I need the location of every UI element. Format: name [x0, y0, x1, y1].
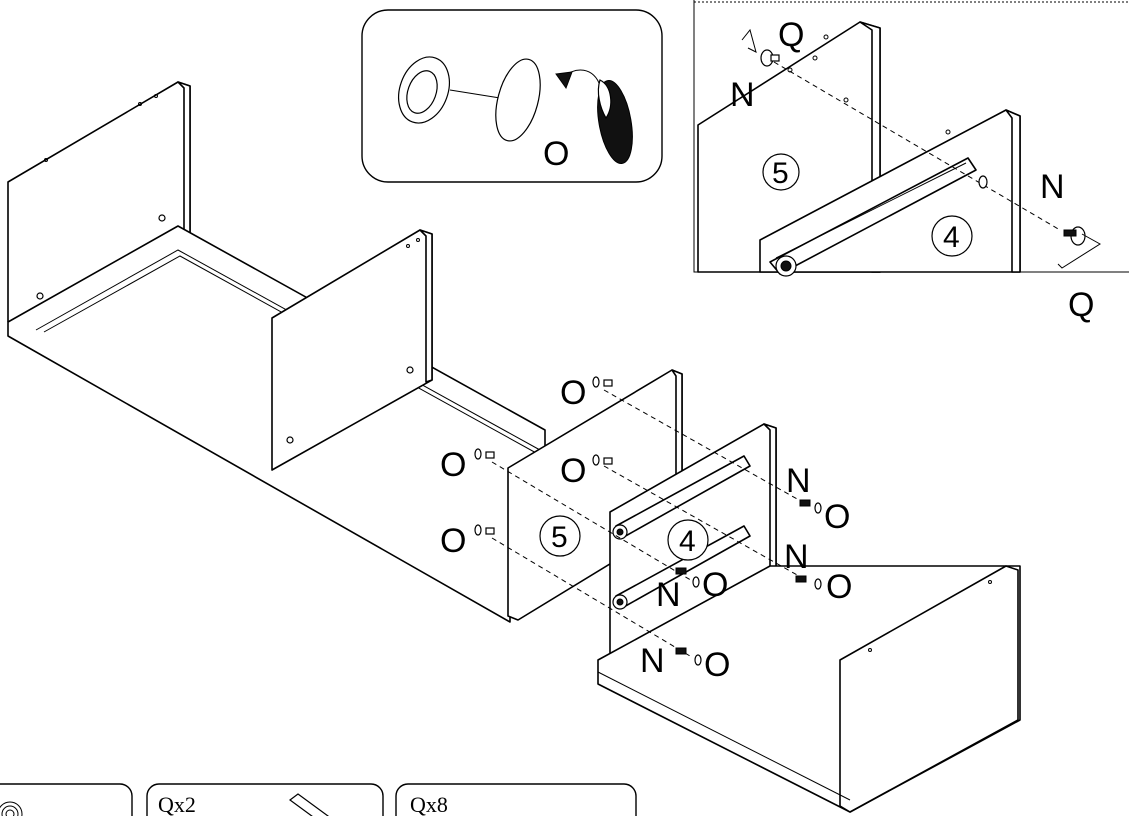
inset-washer-icon [978, 175, 988, 189]
part-5-badge-inset [762, 153, 800, 191]
inset-cap-detail: O [361, 9, 663, 183]
part-5-badge [539, 515, 581, 557]
part-4-badge-inset [931, 215, 973, 257]
fitting-top [592, 376, 613, 388]
screw-right-lower [795, 575, 822, 590]
label-O-inset: O [543, 135, 569, 173]
assembly-axes [491, 389, 807, 657]
cap-disc-icon [495, 58, 541, 142]
label-O-6: O [826, 568, 852, 606]
inset-hex-key-bottom-icon [1057, 233, 1101, 269]
inset-hex-key-top-icon [741, 28, 757, 53]
inset-screw-top-icon [760, 49, 780, 67]
hardware-legend: Qx2 Qx8 [0, 783, 637, 816]
label-O-2: O [440, 446, 466, 484]
label-Q-inset-bottom: Q [1068, 286, 1094, 324]
label-N-4: N [640, 642, 665, 680]
panel-5: 5 [507, 369, 683, 621]
screw-center [675, 567, 700, 588]
carcass-right [597, 565, 1021, 813]
cap-peel-icon [597, 79, 633, 164]
part-4-number: 4 [679, 525, 696, 558]
label-O-7: O [702, 566, 728, 604]
label-O-1: O [560, 374, 586, 412]
panel-4: 4 [609, 423, 777, 661]
fitting-mid-left [474, 448, 495, 460]
legend-o-count: Qx8 [410, 792, 448, 816]
label-N-inset-top: N [730, 76, 755, 114]
legend-box-1 [0, 783, 133, 816]
label-O-3: O [560, 452, 586, 490]
legend-box-2: Qx2 [146, 783, 384, 816]
arrow-head-icon [555, 71, 573, 90]
legend-box-3: Qx8 [395, 783, 637, 816]
inset-slide-detail: 5 4 Q N N Q [693, 0, 1129, 324]
carcass-left [7, 81, 546, 623]
cap-leader-line [449, 89, 501, 99]
hex-key-icon [288, 793, 330, 816]
label-N-inset-bottom: N [1040, 168, 1065, 206]
part-5-number: 5 [551, 521, 568, 554]
inset-fix-axis [773, 61, 1061, 231]
label-N-3: N [656, 576, 681, 614]
label-O-4: O [440, 522, 466, 560]
label-N-1: N [786, 462, 811, 500]
part-4-number-inset: 4 [943, 221, 960, 254]
fitting-low-left [474, 524, 495, 536]
inset-panel-4: 4 [759, 109, 1021, 277]
label-Q-inset-top: Q [778, 16, 804, 54]
screw-bottom [675, 647, 702, 666]
legend-q-count: Qx2 [158, 792, 196, 816]
cap-socket-icon [398, 56, 450, 124]
right-end-panel [839, 565, 1019, 813]
fitting-mid-right [592, 454, 613, 466]
label-O-8: O [704, 646, 730, 684]
part-5-number-inset: 5 [772, 157, 789, 190]
part-4-badge [667, 519, 709, 561]
inset-screw-bottom-icon [1063, 226, 1086, 246]
label-N-2: N [784, 538, 809, 576]
screw-right-upper [799, 499, 822, 514]
label-O-5: O [824, 498, 850, 536]
coil-icon [0, 801, 23, 816]
main-labels: O O O O N O N O N O N O [440, 374, 852, 684]
